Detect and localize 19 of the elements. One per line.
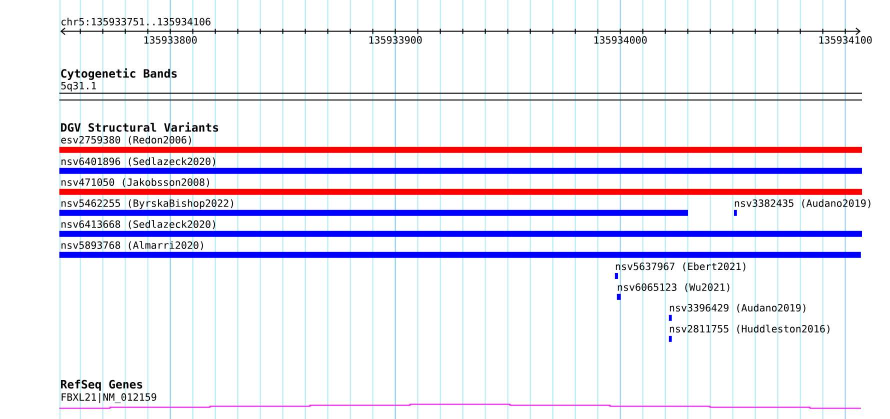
feature-label: nsv6065123 (Wu2021) (618, 283, 730, 292)
feature-label: nsv2811755 (Huddleston2016) (670, 324, 830, 334)
tick-label: 135934100 (819, 36, 872, 44)
feature-label: nsv5637967 (Ebert2021) (616, 262, 746, 272)
feature-label: nsv3396429 (Audano2019) (670, 304, 806, 313)
tick-label: 135934000 (594, 36, 647, 44)
feature-label: esv2759380 (Redon2006) (61, 136, 191, 145)
feature-label: nsv3382435 (Audano2019) (734, 199, 870, 208)
tick-label: 135933800 (144, 36, 197, 44)
gene-label: FBXL21|NM_012159 (62, 393, 156, 404)
feature-label: nsv6401896 (Sedlazeck2020) (62, 157, 215, 166)
region-label: chr5:135933751..135934106 (62, 18, 210, 26)
feature-label: nsv5893768 (Almarri2020) (62, 241, 203, 250)
feature-label: nsv6413668 (Sedlazeck2020) (62, 220, 215, 230)
band-label: 5q31.1 (61, 82, 96, 92)
feature-label: nsv471050 (Jakobsson2008) (62, 178, 209, 188)
tick-label: 135933900 (369, 36, 422, 44)
feature-label: nsv5462255 (ByrskaBishop2022) (62, 199, 234, 209)
track-title: DGV Structural Variants (61, 122, 218, 132)
